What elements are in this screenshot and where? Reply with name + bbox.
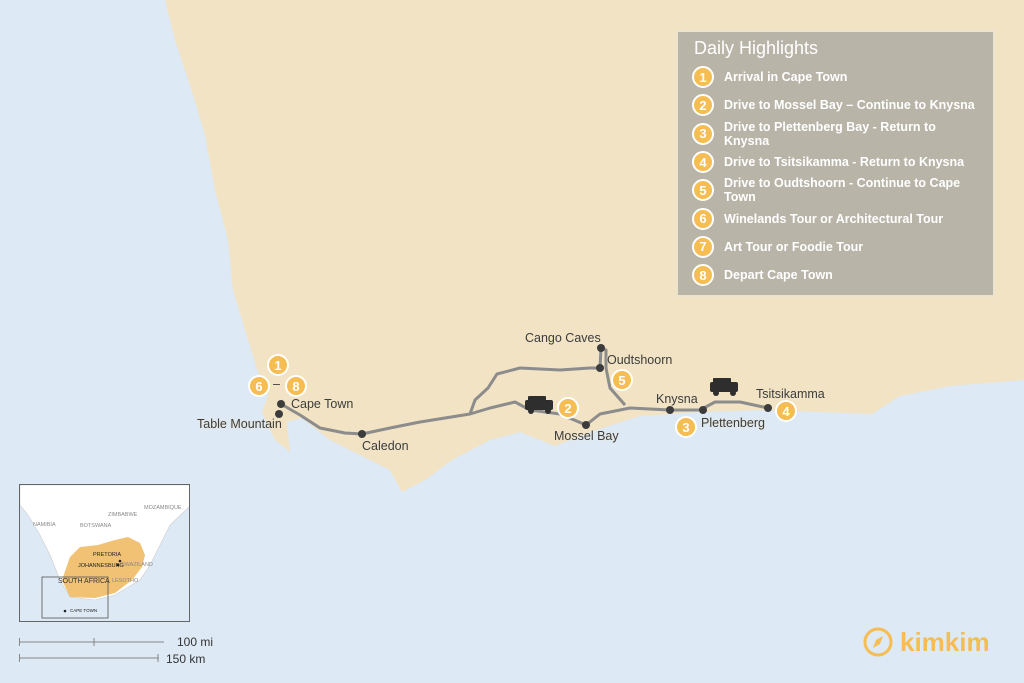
- day-marker-4[interactable]: 4: [775, 400, 797, 422]
- legend-item[interactable]: 1 Arrival in Cape Town: [692, 63, 979, 91]
- legend-item-label: Arrival in Cape Town: [724, 70, 848, 85]
- day-badge: 2: [692, 94, 714, 117]
- label-tsitsikamma: Tsitsikamma: [756, 387, 825, 401]
- legend-item-label: Depart Cape Town: [724, 268, 833, 283]
- car-icon: [710, 378, 738, 396]
- inset-label-pretoria: PRETORIA: [93, 552, 122, 558]
- daily-highlights-legend: Daily Highlights 1 Arrival in Cape Town 2…: [676, 30, 995, 297]
- legend-item[interactable]: 7 Art Tour or Foodie Tour: [692, 233, 979, 261]
- label-caledon: Caledon: [362, 439, 409, 453]
- inset-label-lesotho: LESOTHO: [112, 578, 139, 584]
- day-marker-1[interactable]: 1: [267, 354, 289, 376]
- day-marker-6[interactable]: 6: [248, 375, 270, 397]
- scale-km: 150 km: [166, 652, 206, 666]
- day-badge: 6: [692, 207, 714, 230]
- place-dots: [275, 344, 772, 438]
- scale-miles: 100 mi: [177, 635, 214, 649]
- inset-label-botswana: BOTSWANA: [80, 523, 112, 529]
- legend-item-label: Drive to Tsitsikamma - Return to Knysna: [724, 155, 965, 170]
- day-badge: 8: [692, 264, 714, 287]
- legend-item[interactable]: 5 Drive to Oudtshoorn - Continue to Cape …: [692, 176, 979, 204]
- day-badge: 3: [692, 122, 714, 145]
- label-oudtshoorn: Oudtshoorn: [607, 353, 673, 367]
- legend-title: Daily Highlights: [694, 38, 819, 58]
- brand-name: kimkim: [900, 626, 990, 657]
- day-marker-5[interactable]: 5: [611, 369, 633, 391]
- inset-label-johannesburg: JOHANNESBURG: [78, 563, 124, 569]
- marker-range-dash: –: [273, 377, 280, 391]
- day-marker-8[interactable]: 8: [285, 375, 307, 397]
- day-marker-3[interactable]: 3: [675, 416, 697, 438]
- car-icon: [525, 396, 553, 414]
- kimkim-logo: kimkim: [862, 626, 990, 658]
- label-mossel-bay: Mossel Bay: [554, 429, 619, 443]
- inset-label-south-africa: SOUTH AFRICA: [58, 578, 110, 585]
- legend-item[interactable]: 8 Depart Cape Town: [692, 261, 979, 289]
- inset-label-zimbabwe: ZIMBABWE: [108, 512, 138, 518]
- day-badge: 4: [692, 151, 714, 174]
- label-cango-caves: Cango Caves: [525, 331, 601, 345]
- inset-shapes: [20, 485, 189, 619]
- legend-item[interactable]: 2 Drive to Mossel Bay – Continue to Knysn…: [692, 91, 979, 119]
- label-cape-town: Cape Town: [291, 397, 354, 411]
- inset-label-cape-town: CAPE TOWN: [70, 608, 98, 613]
- legend-item-label: Drive to Mossel Bay – Continue to Knysna: [724, 98, 975, 113]
- legend-item-label: Art Tour or Foodie Tour: [724, 239, 864, 254]
- day-badge: 7: [692, 235, 714, 258]
- day-badge: 1: [692, 66, 714, 89]
- day-marker-2[interactable]: 2: [557, 397, 579, 419]
- legend-item-label: Drive to Oudtshoorn - Continue to Cape T…: [724, 176, 961, 205]
- inset-label-mozambique: MOZAMBIQUE: [144, 505, 182, 511]
- scale-bar: [19, 638, 164, 662]
- compass-icon: [863, 627, 893, 657]
- legend-item[interactable]: 3 Drive to Plettenberg Bay - Return to Kn…: [692, 120, 979, 148]
- label-knysna: Knysna: [656, 392, 698, 406]
- legend-item-label: Drive to Plettenberg Bay - Return to Kny…: [724, 119, 936, 148]
- legend-item[interactable]: 6 Winelands Tour or Architectural Tour: [692, 204, 979, 232]
- legend-item[interactable]: 4 Drive to Tsitsikamma - Return to Knysna: [692, 148, 979, 176]
- label-plettenberg: Plettenberg: [701, 416, 765, 430]
- legend-item-label: Winelands Tour or Architectural Tour: [724, 211, 944, 226]
- inset-label-namibia: NAMIBIA: [33, 522, 56, 528]
- inset-label-swaziland: SWAZILAND: [121, 562, 153, 568]
- label-table-mountain: Table Mountain: [197, 417, 282, 431]
- locator-inset-map: NAMIBIA BOTSWANA ZIMBABWE MOZAMBIQUE PRE…: [19, 484, 190, 622]
- day-badge: 5: [692, 179, 714, 202]
